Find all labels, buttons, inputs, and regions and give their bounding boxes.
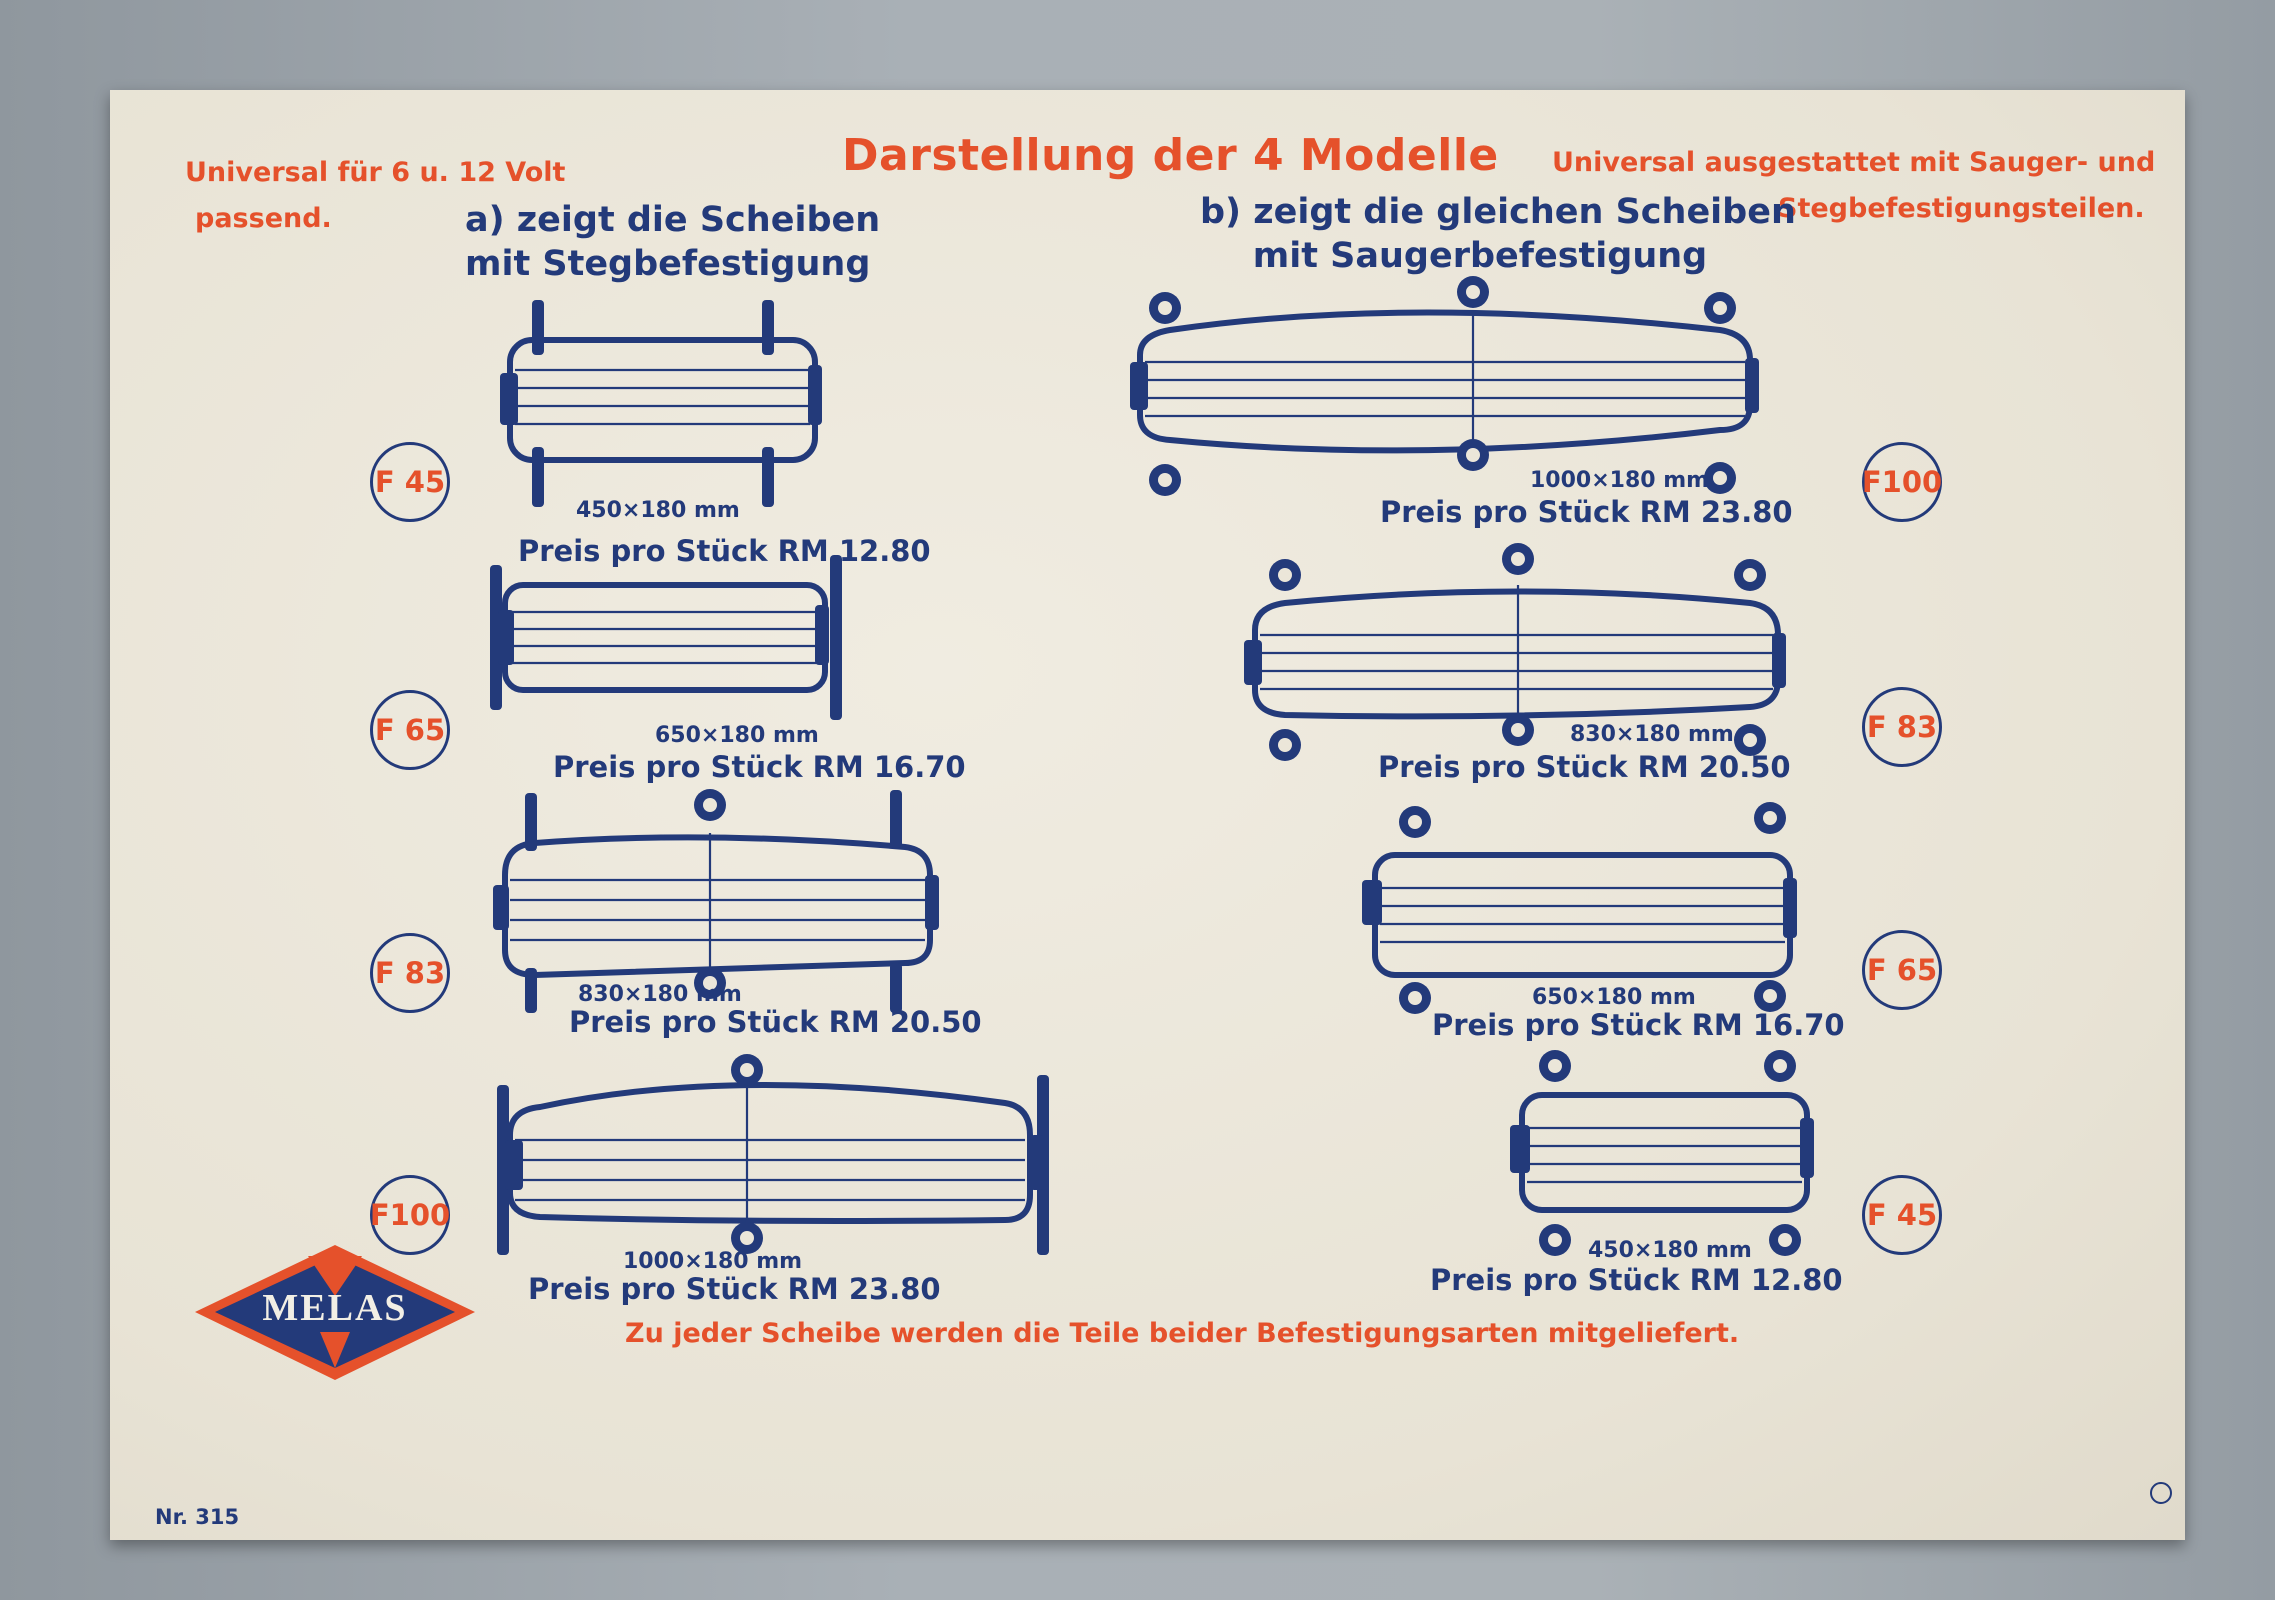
dimension-f83-right: 830×180 mm xyxy=(1570,722,1734,747)
model-badge-f83-left: F 83 xyxy=(370,933,450,1013)
wiper-blade-f65-bracket-figure xyxy=(490,555,842,720)
wiper-blade-f65-suction-figure xyxy=(1362,802,1797,1014)
voltage-note-line1: Universal für 6 u. 12 Volt xyxy=(185,157,566,188)
voltage-note-line2: passend. xyxy=(195,203,332,234)
section-a-heading-line1: a) zeigt die Scheiben xyxy=(465,200,881,240)
section-a-heading-line2: mit Stegbefestigung xyxy=(465,244,871,284)
equipment-note-line2: Stegbefestigungsteilen. xyxy=(1778,193,2145,224)
price-f65-left: Preis pro Stück RM 16.70 xyxy=(553,750,966,784)
wiper-blade-f83-bracket-figure xyxy=(493,789,939,1013)
price-f100-left: Preis pro Stück RM 23.80 xyxy=(528,1272,941,1306)
section-b-heading-line2: mit Saugerbefestigung xyxy=(1252,236,1708,276)
registered-mark-icon xyxy=(2150,1482,2172,1504)
melas-logo-text: MELAS xyxy=(262,1287,408,1329)
price-f100-right: Preis pro Stück RM 23.80 xyxy=(1380,495,1793,529)
price-f45-right: Preis pro Stück RM 12.80 xyxy=(1430,1263,1843,1297)
model-badge-f100-left: F100 xyxy=(370,1175,450,1255)
catalog-number: Nr. 315 xyxy=(155,1505,240,1529)
dimension-f65-left: 650×180 mm xyxy=(655,723,819,748)
wiper-blade-f83-suction-figure xyxy=(1244,543,1786,761)
wiper-blade-f100-bracket-figure xyxy=(497,1054,1049,1255)
equipment-note-line1: Universal ausgestattet mit Sauger- und xyxy=(1552,147,2156,178)
dimension-f65-right: 650×180 mm xyxy=(1532,985,1696,1010)
model-badge-f45-right: F 45 xyxy=(1862,1175,1942,1255)
footer-note: Zu jeder Scheibe werden die Teile beider… xyxy=(625,1318,1740,1349)
dimension-f45-right: 450×180 mm xyxy=(1588,1238,1752,1263)
dimension-f83-left: 830×180 mm xyxy=(578,982,742,1007)
price-f83-left: Preis pro Stück RM 20.50 xyxy=(569,1005,982,1039)
section-b-heading-line1: b) zeigt die gleichen Scheiben xyxy=(1200,192,1796,232)
model-badge-f65-right: F 65 xyxy=(1862,930,1942,1010)
wiper-blade-f45-suction-figure xyxy=(1510,1050,1814,1256)
page-title: Darstellung der 4 Modelle xyxy=(842,130,1499,181)
model-badge-f83-right: F 83 xyxy=(1862,687,1942,767)
price-f45-left: Preis pro Stück RM 12.80 xyxy=(518,534,931,568)
dimension-f45-left: 450×180 mm xyxy=(576,498,740,523)
price-f83-right: Preis pro Stück RM 20.50 xyxy=(1378,750,1791,784)
dimension-f100-right: 1000×180 mm xyxy=(1530,468,1710,493)
melas-logo xyxy=(195,1245,475,1380)
catalog-sheet: Darstellung der 4 Modelle Universal für … xyxy=(110,90,2185,1540)
price-f65-right: Preis pro Stück RM 16.70 xyxy=(1432,1008,1845,1042)
wiper-blade-f100-suction-figure xyxy=(1130,276,1759,496)
model-badge-f45-left: F 45 xyxy=(370,442,450,522)
dimension-f100-left: 1000×180 mm xyxy=(623,1249,803,1274)
model-badge-f100-right: F100 xyxy=(1862,442,1942,522)
model-badge-f65-left: F 65 xyxy=(370,690,450,770)
wiper-blade-f45-bracket-figure xyxy=(500,300,822,507)
